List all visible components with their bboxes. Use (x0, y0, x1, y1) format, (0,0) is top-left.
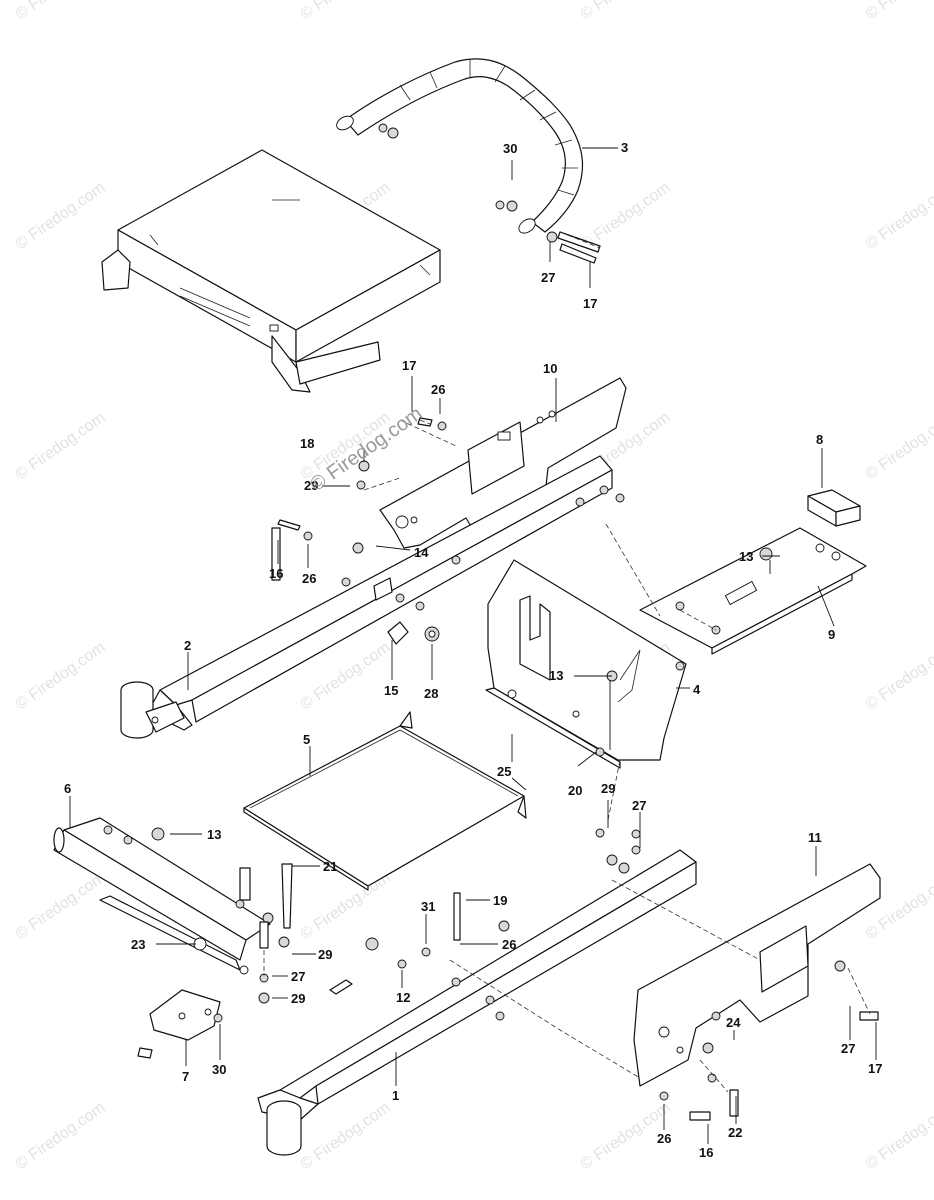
watermark-text: © Firedog.com (13, 179, 109, 253)
callout-30-top: 30 (503, 141, 517, 156)
part-2-frame-rail-left (120, 455, 625, 739)
callout-31: 31 (421, 899, 435, 914)
part-9-plate (639, 527, 867, 655)
watermark-text: © Firedog.com (863, 639, 934, 713)
callout-26-bottom: 26 (657, 1131, 671, 1146)
callout-21: 21 (323, 859, 337, 874)
callout-17-bottom-right: 17 (868, 1061, 882, 1076)
callout-12: 12 (396, 990, 410, 1005)
watermark-text: © Firedog.com (13, 639, 109, 713)
callout-29-left-a: 29 (318, 947, 332, 962)
callout-20: 20 (568, 783, 582, 798)
callout-27-right: 27 (632, 798, 646, 813)
callout-6: 6 (64, 781, 71, 796)
callout-8: 8 (816, 432, 823, 447)
callout-4: 4 (693, 682, 701, 697)
callout-26-mid: 26 (431, 382, 445, 397)
callout-23: 23 (131, 937, 145, 952)
callout-13-left: 13 (207, 827, 221, 842)
callout-29-right: 29 (601, 781, 615, 796)
leader-lines (69, 147, 877, 1144)
hardware-cluster-left (277, 417, 447, 645)
callout-labels: 3 30 27 17 17 26 10 18 29 14 16 26 8 13 … (64, 140, 882, 1160)
watermark-text: © Firedog.com (13, 869, 109, 943)
callout-30-bottom: 30 (212, 1062, 226, 1077)
callout-25: 25 (497, 764, 511, 779)
callout-26-center: 26 (502, 937, 516, 952)
callout-15: 15 (384, 683, 398, 698)
watermark-text: © Firedog.com (863, 179, 934, 253)
part-4-bracket (485, 559, 687, 769)
watermark-text: © Firedog.com (578, 0, 674, 23)
part-11-rear-plate (633, 863, 881, 1101)
callout-18: 18 (300, 436, 314, 451)
callout-13-right: 13 (739, 549, 753, 564)
part-8-block (807, 489, 861, 527)
callout-16-bottom: 16 (699, 1145, 713, 1160)
callout-19: 19 (493, 893, 507, 908)
callout-27-top: 27 (541, 270, 555, 285)
watermark-text: © Firedog.com (863, 0, 934, 23)
watermark-text: © Firedog.com (578, 179, 674, 253)
watermark-text: © Firedog.com (863, 1099, 934, 1173)
part-3-handle-bar (336, 58, 601, 264)
watermark-text: © Firedog.com (13, 409, 109, 483)
watermark-text: © Firedog.com (298, 0, 394, 23)
part-1-frame-rail-right (257, 849, 697, 1156)
callout-27-left: 27 (291, 969, 305, 984)
callout-13-mid: 13 (549, 668, 563, 683)
callout-22: 22 (728, 1125, 742, 1140)
seat-platform (101, 149, 441, 393)
callout-27-bottom-right: 27 (841, 1041, 855, 1056)
callout-17-top: 17 (583, 296, 597, 311)
part-6-side-bracket (53, 817, 274, 975)
callout-5: 5 (303, 732, 310, 747)
callout-11: 11 (808, 830, 822, 845)
hardware-bolts (151, 527, 879, 1121)
callout-7: 7 (182, 1069, 189, 1084)
callout-29-mid: 29 (304, 478, 318, 493)
watermark-text: © Firedog.com (13, 0, 109, 23)
center-watermark: © Firedog.com (306, 403, 426, 496)
callout-26-left: 26 (302, 571, 316, 586)
callout-9: 9 (828, 627, 835, 642)
callout-10: 10 (543, 361, 557, 376)
callout-1: 1 (392, 1088, 399, 1103)
callout-16-mid: 16 (269, 566, 283, 581)
callout-14: 14 (414, 545, 429, 560)
callout-2: 2 (184, 638, 191, 653)
watermark-text: © Firedog.com (13, 1099, 109, 1173)
callout-28: 28 (424, 686, 438, 701)
watermark-text: © Firedog.com (863, 409, 934, 483)
callout-29-left-b: 29 (291, 991, 305, 1006)
assembly-lines (263, 231, 871, 1093)
callout-17-mid: 17 (402, 358, 416, 373)
part-5-floor-pan (243, 711, 527, 891)
callout-3: 3 (621, 140, 628, 155)
part-7-small-bracket (137, 989, 221, 1059)
callout-24: 24 (726, 1015, 741, 1030)
